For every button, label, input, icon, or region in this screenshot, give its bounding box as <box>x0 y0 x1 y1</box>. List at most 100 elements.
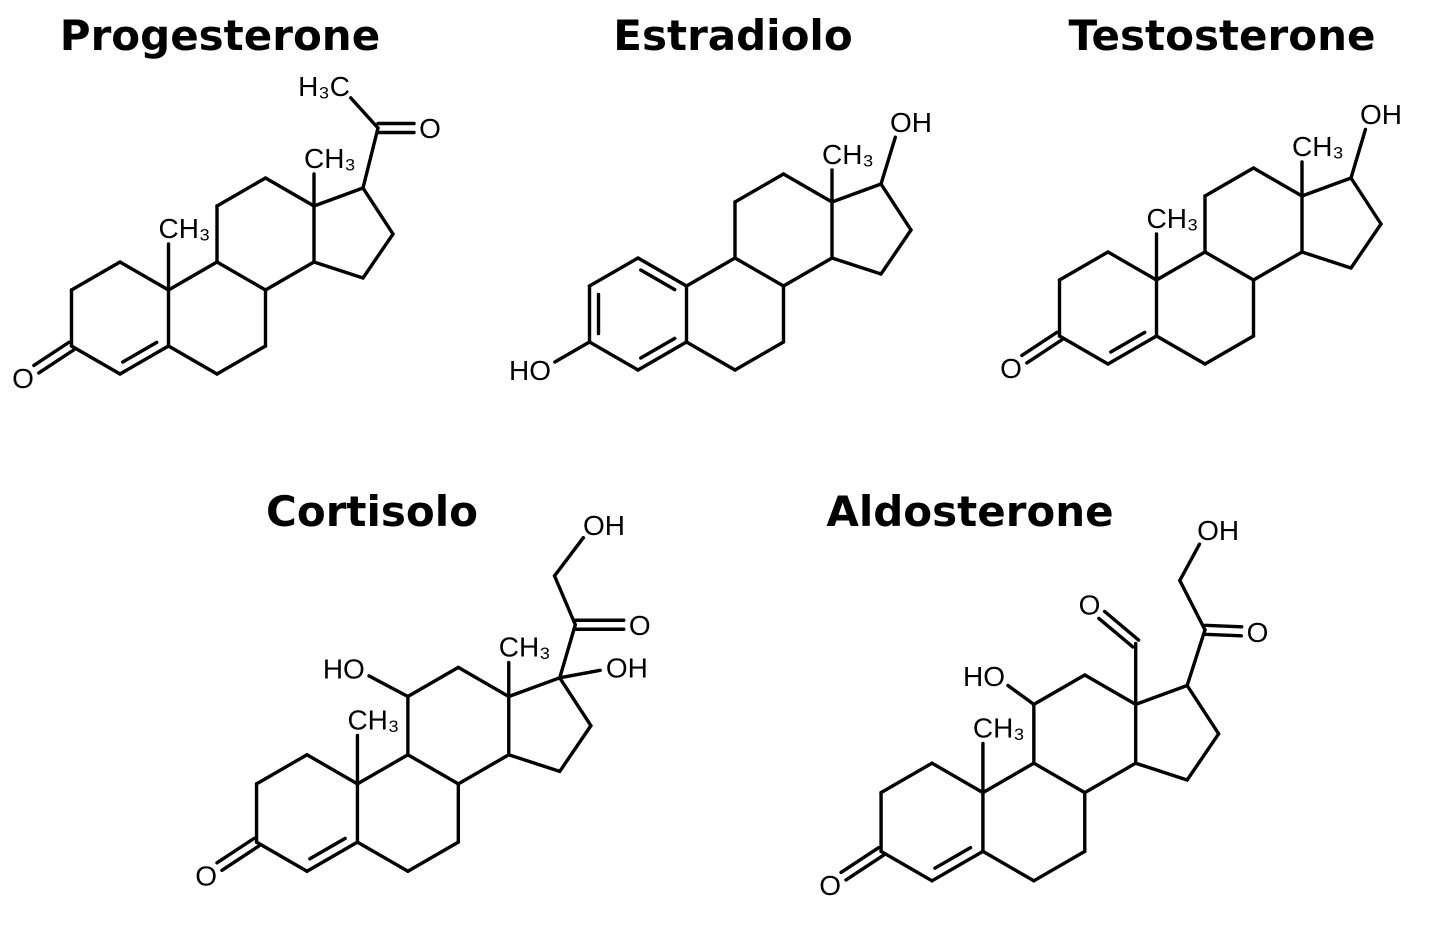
atom-label-o20: O <box>629 610 651 641</box>
bond <box>1251 166 1304 198</box>
bond <box>636 340 689 372</box>
bond <box>456 665 511 699</box>
bond <box>1185 683 1221 736</box>
bond <box>781 256 834 288</box>
bond <box>166 260 219 292</box>
atom-label-c18: CH₃ <box>499 632 551 663</box>
bond <box>1133 683 1189 707</box>
bond <box>1349 127 1368 180</box>
atom-label-o20: O <box>1247 617 1269 648</box>
bond <box>215 344 268 376</box>
atom-label-o21: OH <box>1197 515 1239 546</box>
title-progesterone: Progesterone <box>60 11 380 60</box>
bond <box>558 668 602 680</box>
bond <box>361 126 380 190</box>
bond <box>587 340 640 372</box>
title-cortisolo: Cortisolo <box>266 487 478 536</box>
bond <box>1203 166 1256 198</box>
atom-label-o21: OH <box>583 510 625 541</box>
bond <box>406 753 461 786</box>
atom-label-c18: CH₃ <box>304 143 356 174</box>
bond <box>1057 334 1110 366</box>
bond <box>118 344 171 376</box>
bond <box>254 840 309 873</box>
atom-label-c19: CH₃ <box>1147 203 1199 234</box>
bond <box>981 849 1036 883</box>
bond <box>118 260 171 292</box>
bond <box>1133 761 1189 782</box>
bond <box>733 256 786 288</box>
atom-label-c19: CH₃ <box>347 704 399 735</box>
double-bond-line <box>1109 330 1147 354</box>
bond <box>166 344 219 376</box>
bond <box>215 176 268 208</box>
title-aldosterone: Aldosterone <box>826 487 1113 536</box>
double-bond-line <box>121 340 159 364</box>
bond <box>1032 673 1087 707</box>
bond <box>1203 250 1256 282</box>
bond <box>1057 250 1110 282</box>
bond <box>1185 732 1221 782</box>
double-bond-line <box>1203 632 1244 638</box>
double-bond-line <box>1203 623 1244 629</box>
bond <box>879 182 913 232</box>
double-bond-line <box>220 844 261 873</box>
bond <box>355 753 410 786</box>
bond <box>1154 250 1207 282</box>
atom-label-o3: O <box>819 870 841 901</box>
bond <box>215 260 268 292</box>
bond <box>69 260 122 292</box>
double-bond-line <box>37 348 76 375</box>
atom-label-o3: HO <box>509 355 551 386</box>
bond <box>1106 334 1159 366</box>
bond <box>552 535 586 578</box>
bond <box>587 256 640 288</box>
bond <box>733 340 786 372</box>
bond <box>1300 250 1353 270</box>
bond <box>305 840 360 873</box>
double-bond-line <box>32 340 71 368</box>
atom-label-c18: CH₃ <box>1292 131 1344 162</box>
bond <box>312 186 365 208</box>
double-bond-line <box>844 853 886 882</box>
bond <box>879 849 934 883</box>
bond <box>263 260 316 292</box>
atom-label-o17: OH <box>1360 99 1402 130</box>
bond <box>1203 334 1256 366</box>
bond <box>879 228 913 276</box>
bond <box>349 96 380 130</box>
atom-label-o18: O <box>1079 590 1101 621</box>
bond <box>830 256 883 276</box>
bond <box>1083 761 1138 795</box>
bond <box>312 260 365 280</box>
bond <box>1178 578 1207 632</box>
bond <box>981 761 1036 795</box>
atom-label-c21: H₃C <box>298 71 350 102</box>
bond <box>684 256 737 288</box>
atom-label-o3: O <box>12 363 34 394</box>
bond <box>1154 334 1207 366</box>
atom-label-o11: HO <box>323 653 365 684</box>
bond <box>558 676 593 728</box>
bond <box>69 344 122 376</box>
bond <box>1178 542 1202 583</box>
title-estradiolo: Estradiolo <box>613 11 852 60</box>
double-bond-line <box>1025 338 1064 365</box>
bond <box>361 232 395 280</box>
bond <box>456 753 511 786</box>
double-bond-line <box>839 845 881 875</box>
bond <box>1106 250 1159 282</box>
bond <box>263 176 316 208</box>
bond <box>879 761 934 795</box>
bond <box>1300 176 1353 198</box>
double-bond-line <box>639 336 677 360</box>
double-bond-line <box>308 836 347 861</box>
bond <box>930 761 985 795</box>
bond <box>553 340 592 364</box>
bond <box>305 753 360 786</box>
bond <box>552 574 578 627</box>
